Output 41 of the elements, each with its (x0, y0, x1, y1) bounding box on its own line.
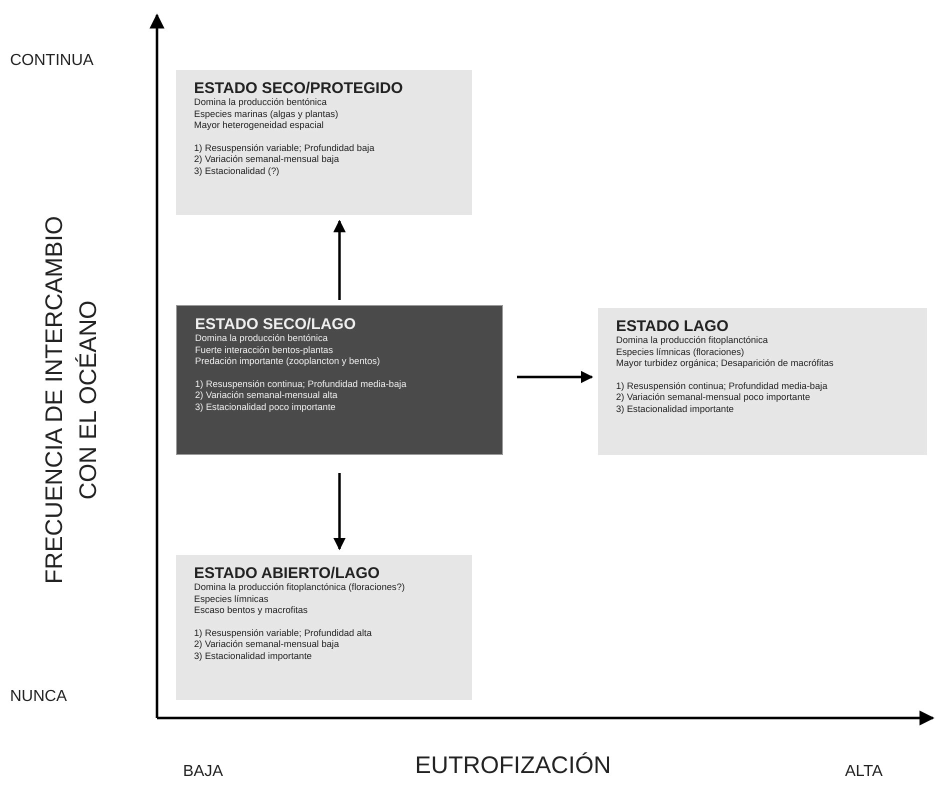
state-description: 3) Estacionalidad importante (616, 404, 734, 415)
axis-title: EUTROFIZACIÓN (415, 752, 611, 780)
state-description: 3) Estacionalidad importante (194, 650, 312, 662)
state-description: Especies límnicas (194, 594, 268, 605)
state-description: 2) Variación semanal-mensual baja (194, 639, 340, 650)
state-description: 1) Resuspensión variable; Profundidad alta (194, 628, 372, 639)
state-description: Domina la producción fitoplanctónica (floraciones?) (194, 582, 405, 594)
state-box (598, 308, 927, 455)
state-box (176, 305, 503, 455)
arrow (333, 220, 346, 300)
state-description: Domina la producción bentónica (194, 97, 327, 108)
axis-title: FRECUENCIA DE INTERCAMBIO CON EL OCÉANO (40, 214, 103, 586)
axis-tick-label: CONTINUA (10, 52, 94, 70)
state-description: Fuerte interacción bentos-plantas (195, 344, 333, 356)
state-description: Especies límnicas (floraciones) (616, 346, 744, 358)
arrow (517, 370, 594, 384)
state-description: 1) Resuspensión variable; Profundidad baja (194, 142, 374, 154)
state-heading: ESTADO ABIERTO/LAGO (194, 565, 381, 582)
state-description: Escaso bentos y macrofitas (194, 605, 308, 616)
state-description: 1) Resuspensión continua; Profundidad media-baja (195, 378, 406, 390)
state-description: Predación importante (zooplancton y bentos) (195, 356, 380, 368)
axis-tick-label: BAJA (183, 763, 224, 781)
state-description: Domina la producción fitoplanctónica (616, 335, 768, 346)
axis-tick-label: ALTA (845, 763, 883, 781)
state-description: 1) Resuspensión continua; Profundidad media-baja (616, 380, 828, 392)
state-heading: ESTADO SECO/LAGO (195, 316, 357, 333)
arrow (333, 473, 346, 550)
state-box (176, 555, 472, 700)
state-description: Especies marinas (algas y plantas) (194, 108, 338, 120)
state-heading: ESTADO SECO/PROTEGIDO (194, 80, 404, 97)
axis-tick-label: NUNCA (10, 688, 67, 706)
state-description: Domina la producción bentónica (195, 333, 328, 344)
state-heading: ESTADO LAGO (616, 318, 730, 335)
state-description: Mayor turbidez orgánica; Desaparición de macrófitas (616, 358, 834, 370)
state-description: Mayor heterogeneidad espacial (194, 120, 324, 132)
state-box (176, 70, 472, 215)
state-description: 2) Variación semanal-mensual baja (194, 154, 340, 166)
state-description: 3) Estacionalidad (?) (194, 166, 280, 177)
state-description: 2) Variación semanal-mensual poco importante (616, 392, 810, 404)
state-description: 2) Variación semanal-mensual alta (195, 390, 338, 402)
state-description: 3) Estacionalidad poco importante (195, 402, 336, 413)
